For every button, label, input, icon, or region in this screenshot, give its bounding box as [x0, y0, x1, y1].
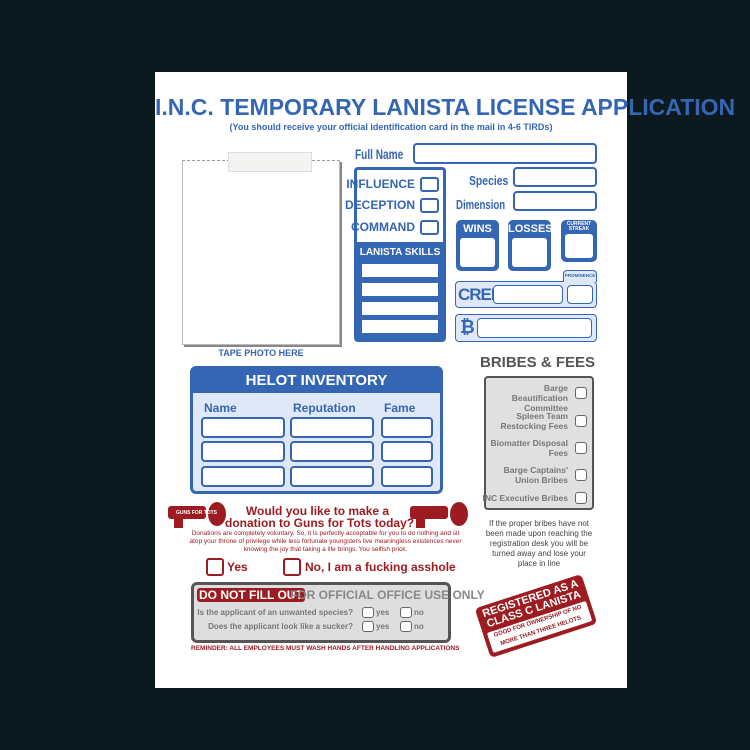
logo-text: GUNS FOR TOTS — [176, 510, 218, 516]
yes-label: yes — [376, 608, 390, 617]
bribes-note: If the proper bribes have not been made … — [485, 519, 593, 568]
column-fame: Fame — [384, 401, 416, 415]
lanista-skills-label: LANISTA SKILLS — [359, 247, 441, 258]
command-checkbox[interactable] — [420, 220, 439, 235]
application-form: I.N.C. TEMPORARY LANISTA LICENSE APPLICA… — [155, 72, 736, 688]
wins-input[interactable] — [460, 238, 495, 267]
column-reputation: Reputation — [293, 401, 356, 415]
influence-checkbox[interactable] — [420, 177, 439, 192]
q2-yes-checkbox[interactable] — [362, 621, 374, 632]
skill-input-1[interactable] — [362, 264, 438, 277]
class-c-stamp: REGISTERED AS A CLASS C LANISTA GOOD FOR… — [474, 573, 598, 659]
helot-reputation-2[interactable] — [290, 441, 374, 462]
no-label: no — [414, 622, 424, 631]
donation-no-label: No, I am a fucking asshole — [305, 560, 456, 574]
losses-label: LOSSES — [508, 223, 553, 235]
deception-checkbox[interactable] — [420, 198, 439, 213]
losses-input[interactable] — [512, 238, 547, 267]
helot-fame-2[interactable] — [381, 441, 433, 462]
skill-input-2[interactable] — [362, 283, 438, 296]
dimension-input[interactable] — [513, 191, 597, 211]
bribes-box: Barge Beautification Committee Spleen Te… — [482, 376, 594, 510]
streak-label: CURRENT STREAK — [566, 221, 592, 232]
yes-label: yes — [376, 622, 390, 631]
no-label: no — [414, 608, 424, 617]
bribe-checkbox[interactable] — [575, 442, 587, 454]
photo-label: TAPE PHOTO HERE — [218, 348, 304, 358]
cred-box: CRED — [455, 281, 597, 308]
donation-yes-label: Yes — [227, 560, 248, 574]
bribe-checkbox[interactable] — [575, 492, 587, 504]
helot-fame-3[interactable] — [381, 466, 433, 487]
prominence-label: PROMINENCE — [563, 270, 597, 282]
helot-inventory: HELOT INVENTORY Name Reputation Fame — [190, 366, 443, 494]
bribe-checkbox[interactable] — [575, 415, 587, 427]
donation-heading: Would you like to make a — [245, 504, 390, 518]
cred-input[interactable] — [493, 285, 563, 304]
q2-no-checkbox[interactable] — [400, 621, 412, 632]
guns-for-tots-logo-left: GUNS FOR TOTS — [168, 502, 226, 528]
stats-box: INFLUENCE DECEPTION COMMAND LANISTA SKIL… — [345, 167, 446, 342]
prominence-input[interactable] — [567, 285, 593, 304]
do-not-fill-badge: DO NOT FILL OUT — [197, 588, 305, 602]
column-name: Name — [204, 401, 237, 415]
full-name-label: Full Name — [355, 146, 404, 162]
bribe-label: INC Executive Bribes — [482, 493, 568, 503]
office-question: Does the applicant look like a sucker? — [208, 622, 353, 631]
lanista-skills-section: LANISTA SKILLS — [357, 242, 443, 339]
currency-input[interactable] — [477, 318, 592, 338]
bribe-label: Biomatter Disposal Fees — [490, 438, 568, 458]
donation-body: Donations are completely voluntary. So, … — [189, 530, 462, 553]
cred-label: CRED — [458, 285, 503, 304]
command-label: COMMAND — [351, 220, 415, 234]
influence-label: INFLUENCE — [346, 177, 415, 191]
bribe-checkbox[interactable] — [575, 387, 587, 399]
helot-name-2[interactable] — [201, 441, 285, 462]
reminder-text: REMINDER: ALL EMPLOYEES MUST WASH HANDS … — [191, 645, 460, 652]
dimension-label: Dimension — [456, 197, 506, 212]
q1-yes-checkbox[interactable] — [362, 607, 374, 618]
donation-yes-checkbox[interactable] — [206, 558, 224, 576]
subtitle: (You should receive your official identi… — [229, 122, 553, 132]
deception-label: DECEPTION — [344, 198, 415, 212]
office-question: Is the applicant of an unwanted species? — [197, 608, 353, 617]
bribe-label: Spleen Team Restocking Fees — [500, 411, 568, 431]
skill-input-3[interactable] — [362, 302, 438, 315]
helot-name-3[interactable] — [201, 466, 285, 487]
wins-box: WINS — [456, 220, 499, 271]
helot-inventory-title: HELOT INVENTORY — [193, 369, 440, 393]
wins-label: WINS — [463, 223, 492, 235]
losses-box: LOSSES — [508, 220, 553, 271]
tape — [228, 152, 312, 172]
bribes-title: BRIBES & FEES — [480, 354, 596, 371]
guns-for-tots-logo-right — [410, 502, 468, 528]
full-name-input[interactable] — [413, 143, 597, 164]
page-title: I.N.C. TEMPORARY LANISTA LICENSE APPLICA… — [155, 94, 736, 120]
donation-no-checkbox[interactable] — [283, 558, 301, 576]
species-input[interactable] — [513, 167, 597, 187]
office-use-box: DO NOT FILL OUT FOR OFFICIAL OFFICE USE … — [191, 582, 485, 643]
donation-heading: donation to Guns for Tots today? — [225, 516, 415, 530]
currency-box: ₿ — [455, 314, 597, 342]
species-label: Species — [469, 173, 509, 188]
helot-reputation-3[interactable] — [290, 466, 374, 487]
bribe-checkbox[interactable] — [575, 469, 587, 481]
photo-area[interactable] — [182, 160, 340, 345]
skill-input-4[interactable] — [362, 320, 438, 333]
q1-no-checkbox[interactable] — [400, 607, 412, 618]
helot-reputation-1[interactable] — [290, 417, 374, 438]
bribe-label: Barge Captains' Union Bribes — [503, 465, 568, 485]
helot-fame-1[interactable] — [381, 417, 433, 438]
bitcoin-icon: ₿ — [460, 317, 475, 337]
streak-box: CURRENT STREAK — [561, 220, 597, 262]
streak-input[interactable] — [565, 234, 593, 258]
helot-name-1[interactable] — [201, 417, 285, 438]
office-heading: FOR OFFICIAL OFFICE USE ONLY — [290, 588, 485, 602]
bribe-label: Barge Beautification Committee — [511, 383, 568, 413]
